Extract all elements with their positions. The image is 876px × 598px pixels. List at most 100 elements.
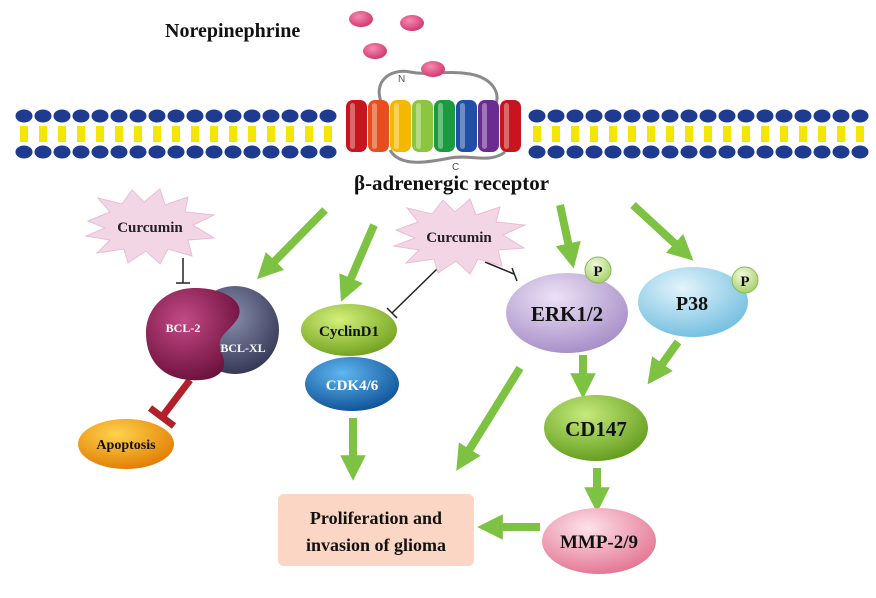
lipid-tail [590,126,598,142]
arrow-receptor-to-p38 [630,202,694,261]
lipid-head [623,145,641,159]
lipid-head [794,109,812,123]
erk-phospho-label: P [593,264,602,280]
lipid-head [813,145,831,159]
lipid-head [699,145,717,159]
erk-phospho-badge [584,256,612,284]
lipid-head [129,145,147,159]
lipid-tail [780,126,788,142]
erk-node [506,273,628,353]
lipid-head [661,145,679,159]
lipid-head [642,109,660,123]
norepinephrine-molecules [349,11,445,77]
receptor-helix [456,100,477,152]
lipid-head [756,145,774,159]
curcumin-burst-left [84,188,216,265]
lipid-tail [20,126,28,142]
lipid-tail [77,126,85,142]
lipid-head [718,109,736,123]
apoptosis-node [78,419,174,469]
lipid-tail [552,126,560,142]
lipid-head [585,109,603,123]
outcome-label-line2: invasion of glioma [306,535,446,555]
receptor-label: β-adrenergic receptor [354,171,549,195]
receptor-helix-highlight [372,103,377,149]
lipid-tail [609,126,617,142]
ligand-dot [363,43,387,59]
lipid-tail [666,126,674,142]
lipid-tail [761,126,769,142]
lipid-tail [191,126,199,142]
lipid-tail [704,126,712,142]
cyclind1-node [301,304,397,356]
ligand-dot [400,15,424,31]
p38-label: P38 [676,293,708,315]
lipid-head [205,145,223,159]
curcumin-label-left: Curcumin [117,220,183,236]
inhibit-bar-cyclind1 [386,307,398,319]
receptor-helix [346,100,367,152]
lipid-head [528,145,546,159]
lipid-head [224,145,242,159]
bcl2-shape [146,288,240,381]
outcome-box [278,494,474,566]
receptor-helix [434,100,455,152]
receptor-helices [346,100,521,152]
lipid-head [566,145,584,159]
lipid-head [832,109,850,123]
lipid-head [585,145,603,159]
lipid-head [604,145,622,159]
lipid-head [186,145,204,159]
lipid-head [528,109,546,123]
ligand-dot [349,11,373,27]
receptor-helix-highlight [394,103,399,149]
lipid-tail [818,126,826,142]
lipid-head [604,109,622,123]
lipid-tail [799,126,807,142]
arrow-erk-to-outcome [456,365,524,471]
receptor-helix [500,100,521,152]
apoptosis-label: Apoptosis [96,438,156,453]
lipid-tail [229,126,237,142]
lipid-tail [115,126,123,142]
cd147-label: CD147 [565,417,627,441]
lipid-head [623,109,641,123]
lipid-head [756,109,774,123]
lipid-tail [248,126,256,142]
lipid-head [72,109,90,123]
lipid-head [851,109,869,123]
lipid-head [281,109,299,123]
lipid-head [224,109,242,123]
receptor-helix-highlight [438,103,443,149]
lipid-head [680,145,698,159]
lipid-tail [286,126,294,142]
bclxl-label: BCL-XL [220,341,265,355]
lipid-head [91,109,109,123]
lipid-tail [267,126,275,142]
inhibit-bar-erk [511,267,518,282]
lipid-head [813,109,831,123]
lipid-head [851,145,869,159]
lipid-head [661,109,679,123]
receptor-n-terminus: N [398,74,405,85]
receptor-helix [368,100,389,152]
lipid-head [34,145,52,159]
lipid-head [262,109,280,123]
lipid-head [148,109,166,123]
lipid-tail [742,126,750,142]
receptor-helix-highlight [350,103,355,149]
lipid-tail [856,126,864,142]
arrow-receptor-to-bcl2 [257,207,328,280]
ligand-dot [421,61,445,77]
lipid-head [566,109,584,123]
p38-node [638,267,748,337]
lipid-tail [305,126,313,142]
arrow-p38-to-cd147 [647,339,682,385]
curcumin-label-center: Curcumin [426,230,492,246]
lipid-head [205,109,223,123]
arrow-receptor-to-erk [555,204,581,269]
lipid-tail [58,126,66,142]
lipid-tail [153,126,161,142]
lipid-head [186,109,204,123]
